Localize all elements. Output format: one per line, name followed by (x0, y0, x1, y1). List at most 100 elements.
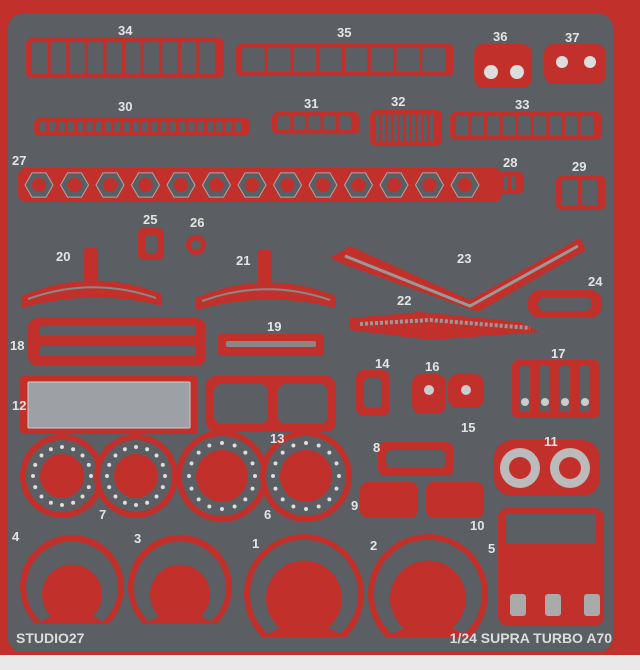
part-32-piece (400, 114, 403, 142)
part-6-dot (253, 474, 257, 478)
part-23-cutout (330, 238, 586, 312)
part-35-piece (242, 48, 265, 72)
part-1-bezel (249, 539, 358, 634)
part-30-piece (234, 122, 241, 132)
part-5-pedal (510, 594, 526, 616)
part-9-dot (273, 486, 278, 491)
part-33-piece (502, 116, 516, 136)
part-6-dot (232, 504, 237, 509)
part-13-frame (278, 384, 328, 424)
part-30-piece (188, 122, 195, 132)
part-label-2: 2 (370, 538, 377, 553)
part-32-piece (430, 114, 433, 142)
part-17-pad (561, 398, 569, 406)
part-20-arm (84, 248, 98, 288)
part-17-pad (521, 398, 529, 406)
part-27-hole (245, 178, 259, 192)
part-label-7: 7 (99, 507, 106, 522)
part-label-36: 36 (493, 29, 507, 44)
part-19-piece (226, 341, 316, 347)
part-6-dot (220, 441, 224, 445)
part-7-dot (105, 474, 109, 478)
part-11-hole (509, 457, 531, 479)
part-label-28: 28 (503, 155, 517, 170)
kit-title: 1/24 SUPRA TURBO A70 (450, 630, 613, 646)
part-label-19: 19 (267, 319, 281, 334)
part-label-3: 3 (134, 531, 141, 546)
brand-text: STUDIO27 (16, 630, 85, 646)
part-7-dot (107, 485, 112, 490)
part-21-cutout (196, 282, 336, 310)
part-label-11: 11 (544, 434, 558, 449)
part-label-12: 12 (12, 398, 26, 413)
part-9-dot (316, 443, 321, 448)
part-30-piece (86, 122, 93, 132)
part-label-15: 15 (461, 420, 475, 435)
part-label-32: 32 (391, 94, 405, 109)
part-7a-dot (60, 503, 64, 507)
part-33-piece (580, 116, 593, 136)
part-7a-dot (86, 462, 91, 467)
part-30-piece (77, 122, 84, 132)
part-33-piece (487, 116, 500, 136)
part-9-dot (304, 507, 308, 511)
part-6-dot (243, 497, 248, 502)
part-25-piece (145, 235, 157, 253)
part-6-dot (196, 497, 201, 502)
part-14-piece (364, 378, 382, 408)
part-2-bezel (373, 539, 482, 634)
part-34-piece (106, 42, 122, 74)
part-36-cutout (474, 44, 532, 88)
part-30-piece (160, 122, 167, 132)
part-9-dot (327, 450, 332, 455)
part-frame-cutout (360, 482, 418, 518)
part-6-dot (250, 461, 255, 466)
part-24-piece (538, 297, 592, 311)
part-7a-face (40, 454, 84, 498)
part-7-dot (113, 494, 118, 499)
part-34-piece (50, 42, 67, 74)
part-label-29: 29 (572, 159, 586, 174)
part-label-18: 18 (10, 338, 24, 353)
part-9-dot (337, 474, 341, 478)
part-7a-dot (60, 445, 64, 449)
part-label-30: 30 (118, 99, 132, 114)
part-label-23: 23 (457, 251, 471, 266)
part-27-hole (280, 178, 295, 192)
part-6-dot (220, 507, 224, 511)
part-label-35: 35 (337, 25, 351, 40)
part-30-piece (169, 122, 177, 132)
part-28-piece (511, 176, 515, 190)
part-8-frame (386, 450, 446, 468)
part-34-piece (69, 42, 85, 74)
part-7-dot (107, 462, 112, 467)
part-32-piece (388, 114, 391, 142)
part-30-piece (114, 122, 121, 132)
part-7-dot (113, 453, 118, 458)
part-7-dot (145, 447, 150, 452)
part-label-21: 21 (236, 253, 250, 268)
part-30-piece (225, 122, 232, 132)
part-7a-dot (33, 485, 38, 490)
part-36-washer (510, 65, 524, 79)
part-7a-dot (39, 494, 44, 499)
part-6-dot (189, 461, 194, 466)
part-37-washer (584, 56, 596, 68)
part-36-washer (484, 65, 498, 79)
part-9-dot (334, 486, 339, 491)
part-32-piece (412, 114, 415, 142)
part-label-4: 4 (12, 529, 20, 544)
part-27-hole (174, 178, 188, 192)
part-9-dot (280, 450, 285, 455)
part-17-pad (541, 398, 549, 406)
part-label-34: 34 (118, 23, 133, 38)
part-18-cutout (28, 318, 206, 366)
part-9-dot (327, 497, 332, 502)
part-9-dot (291, 443, 296, 448)
part-20-cutout (22, 280, 162, 308)
part-35-piece (370, 48, 394, 72)
part-6-face (196, 450, 248, 502)
part-33-piece (533, 116, 547, 136)
